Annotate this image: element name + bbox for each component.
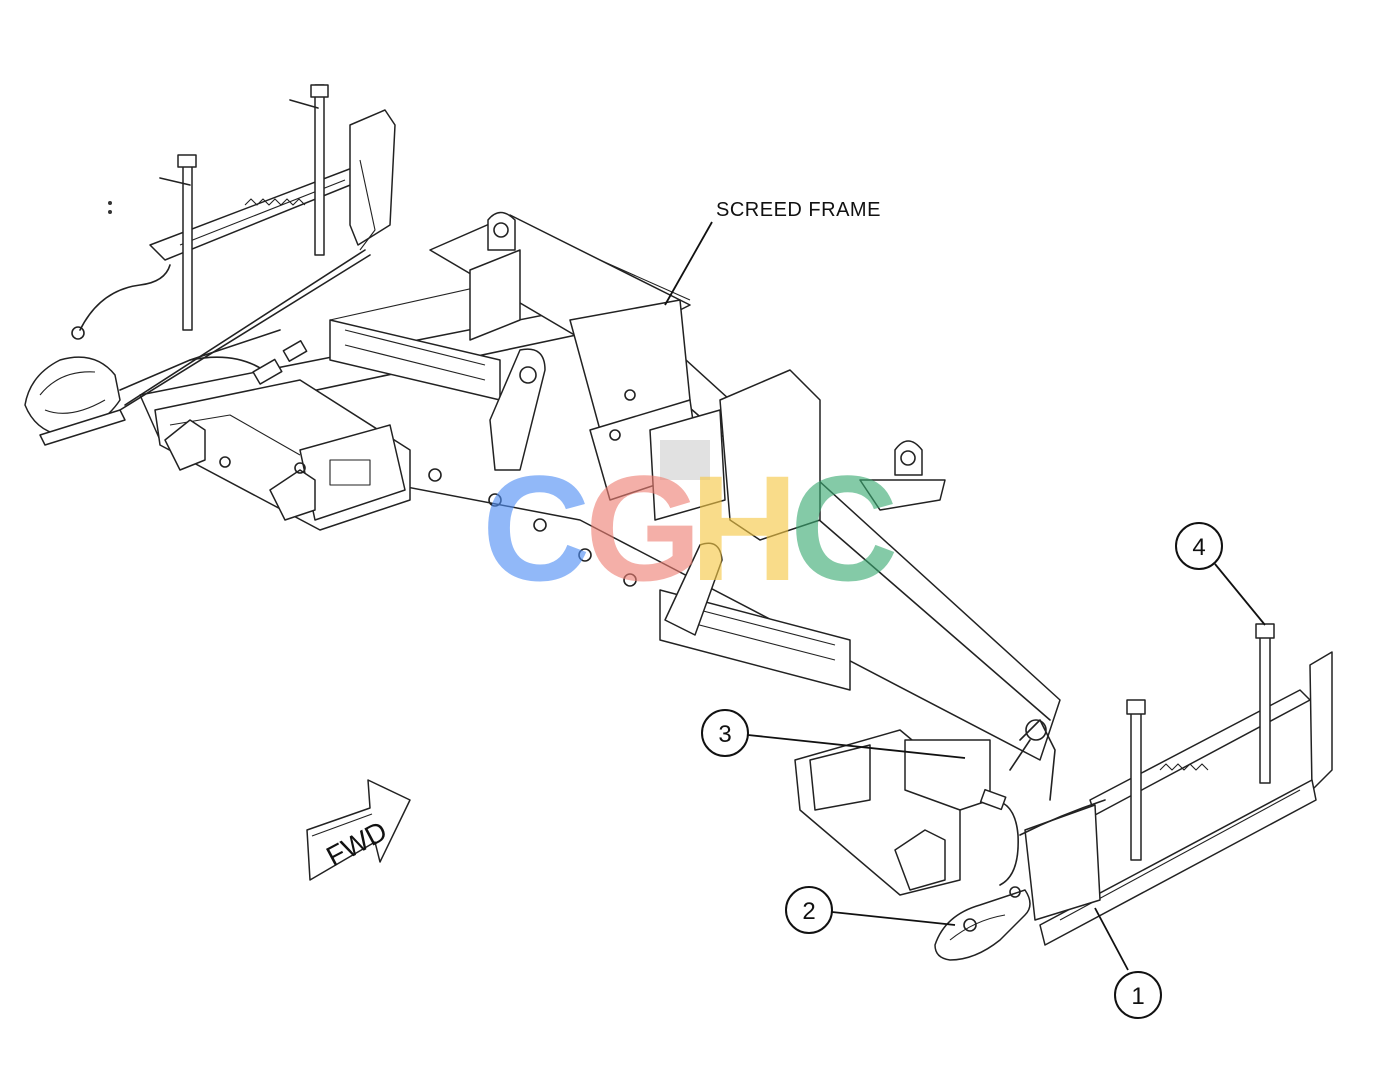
left-grade-sensor-assembly (24, 84, 396, 446)
forward-direction-arrow: FWD (306, 779, 411, 881)
callout-3: 3 (701, 709, 966, 759)
callout-1-number: 1 (1131, 983, 1144, 1010)
watermark: C G H C (482, 444, 898, 612)
watermark-letter-3: H (690, 444, 798, 612)
right-grade-sensor-assembly (934, 623, 1333, 961)
screed-frame-drawing (24, 84, 1333, 961)
watermark-letter-4: C (790, 444, 898, 612)
watermark-letter-2: G (585, 444, 702, 612)
screed-frame-label: SCREED FRAME (664, 199, 881, 306)
watermark-letter-1: C (482, 444, 590, 612)
callout-4-number: 4 (1192, 534, 1205, 561)
screed-frame-label-text: SCREED FRAME (716, 199, 881, 221)
bolt-heads (219, 389, 637, 587)
callout-2-number: 2 (802, 898, 815, 925)
callout-2: 2 (785, 886, 956, 934)
lifting-eye-left (487, 211, 516, 251)
callout-3-number: 3 (718, 721, 731, 748)
lifting-eye-right (859, 440, 946, 511)
callout-1: 1 (1094, 907, 1162, 1019)
callout-4: 4 (1175, 522, 1266, 626)
